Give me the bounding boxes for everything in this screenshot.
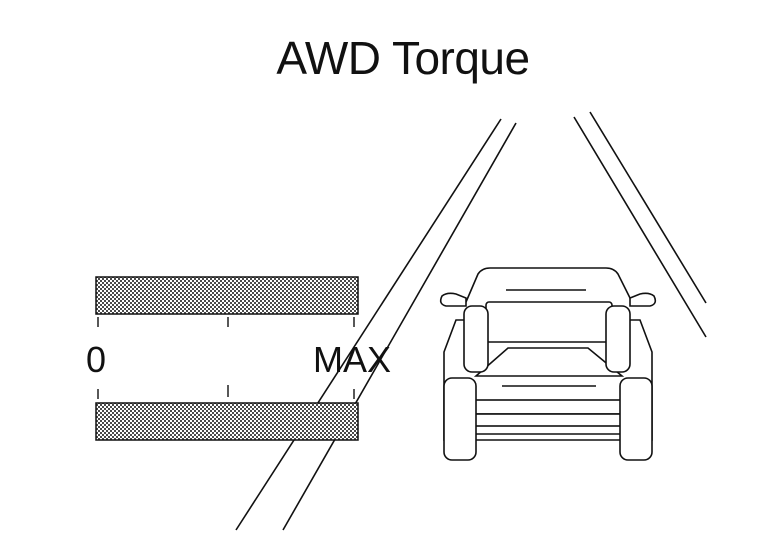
road-line-left-outer bbox=[235, 118, 502, 531]
mirror-right bbox=[629, 292, 657, 307]
road-line-right-inner bbox=[573, 116, 707, 338]
tire-lower-left bbox=[443, 377, 477, 461]
gauge-bar-top bbox=[95, 276, 359, 315]
diagram-title: AWD Torque bbox=[276, 32, 530, 84]
mirror-left bbox=[439, 292, 467, 307]
gauge-tick-marks bbox=[97, 317, 355, 399]
tire-lower-right bbox=[619, 377, 653, 461]
rear-deck bbox=[473, 347, 625, 377]
tire-upper-left bbox=[463, 305, 489, 373]
road-line-right-outer bbox=[589, 111, 707, 304]
gauge-max-label: MAX bbox=[313, 339, 392, 380]
road-line-left-inner bbox=[282, 122, 517, 531]
rear-bumper-lower bbox=[471, 413, 625, 427]
rear-bumper-upper bbox=[471, 399, 625, 415]
gauge-min-label: 0 bbox=[86, 339, 107, 380]
road-lines bbox=[235, 111, 707, 531]
torque-gauge bbox=[95, 276, 359, 441]
tire-upper-right bbox=[605, 305, 631, 373]
gauge-bar-bottom bbox=[95, 402, 359, 441]
rear-window bbox=[485, 301, 613, 343]
vehicle-rear-view bbox=[439, 267, 657, 461]
vehicle-roof bbox=[465, 267, 633, 303]
